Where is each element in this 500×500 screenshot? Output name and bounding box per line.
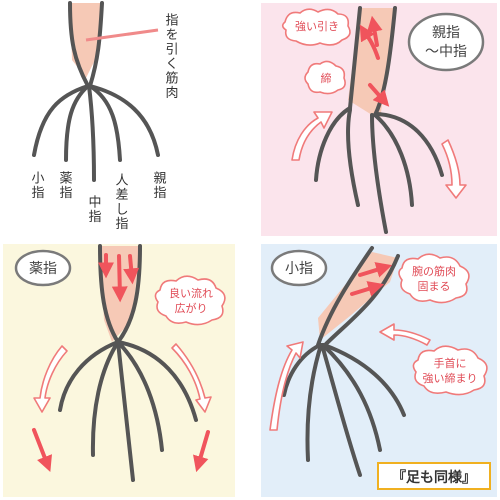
cloud-text: 良い流れ — [169, 286, 213, 300]
panel-thumb-middle: 強い引き 締 親指 〜中指 — [261, 3, 497, 236]
cloud-good-flow: 良い流れ 広がり — [154, 275, 226, 326]
hollow-arrow-down — [441, 139, 467, 199]
hollow-arrow-up — [269, 341, 304, 431]
down-arrow — [368, 83, 390, 107]
cloud-text: 腕の筋肉 — [412, 264, 456, 278]
hollow-arrow-left — [33, 345, 68, 413]
cloud-arm-muscle: 腕の筋肉 固まる — [398, 253, 470, 304]
panel-title: 薬指 — [14, 249, 72, 287]
hollow-arrows — [33, 343, 212, 413]
tendon-lines — [314, 6, 444, 234]
cloud-wrist-tight: 手首に 強い締まり — [412, 345, 488, 396]
hollow-arrow-left — [379, 323, 431, 346]
cloud-strong-pull: 強い引き — [281, 8, 351, 46]
panel-ring-finger: 良い流れ 広がり 薬指 — [3, 244, 235, 497]
tendon-lines — [58, 244, 198, 482]
cloud-tighten: 締 — [304, 60, 346, 95]
footer-label: 『足も同様』 — [392, 469, 476, 486]
svg-text:親指: 親指 — [432, 25, 460, 41]
hollow-arrows — [269, 323, 431, 431]
down-arrow — [32, 428, 52, 472]
hollow-arrows — [291, 111, 467, 199]
panel-title: 親指 〜中指 — [407, 12, 485, 72]
finger-label-middle: 中指 — [88, 196, 101, 226]
cloud-text: 強い引き — [295, 19, 339, 33]
up-arrow — [350, 281, 385, 297]
tight-arrows — [350, 262, 393, 297]
finger-label-ring: 薬指 — [59, 172, 72, 202]
pull-arrows — [359, 15, 390, 107]
flow-arrows — [32, 253, 210, 473]
finger-label-little: 小指 — [31, 172, 44, 202]
finger-label-thumb: 親指 — [153, 172, 166, 202]
footer-note: 『足も同様』 — [377, 462, 491, 490]
cloud-text: 強い締まり — [423, 371, 478, 385]
down-arrow — [111, 254, 128, 303]
tendon-lines — [32, 1, 160, 182]
svg-text:〜中指: 〜中指 — [425, 44, 467, 60]
finger-label-index: 人差し指 — [115, 174, 128, 233]
down-arrow — [123, 254, 140, 285]
svg-text:小指: 小指 — [285, 261, 313, 277]
svg-text:薬指: 薬指 — [29, 261, 57, 277]
down-arrow — [193, 430, 210, 473]
forearm-muscle-band — [70, 3, 102, 78]
muscle-pointer-line — [85, 28, 159, 42]
cloud-text: 広がり — [175, 301, 208, 315]
cloud-text: 手首に — [434, 356, 467, 370]
up-arrow — [359, 24, 380, 60]
cloud-text: 締 — [321, 71, 332, 85]
hollow-arrow-up — [291, 111, 333, 161]
panel-anatomy: 指を引く筋肉 小指 薬指 中指 人差し指 親指 — [31, 1, 179, 233]
cloud-text: 固まる — [418, 280, 451, 293]
panel-title: 小指 — [270, 249, 328, 287]
hollow-arrow-right — [171, 343, 212, 413]
panel-little-finger: 腕の筋肉 固まる 手首に 強い締まり 小指 『足も同様』 — [261, 244, 497, 497]
up-arrow — [358, 262, 393, 278]
muscle-label: 指を引く筋肉 — [165, 14, 178, 102]
